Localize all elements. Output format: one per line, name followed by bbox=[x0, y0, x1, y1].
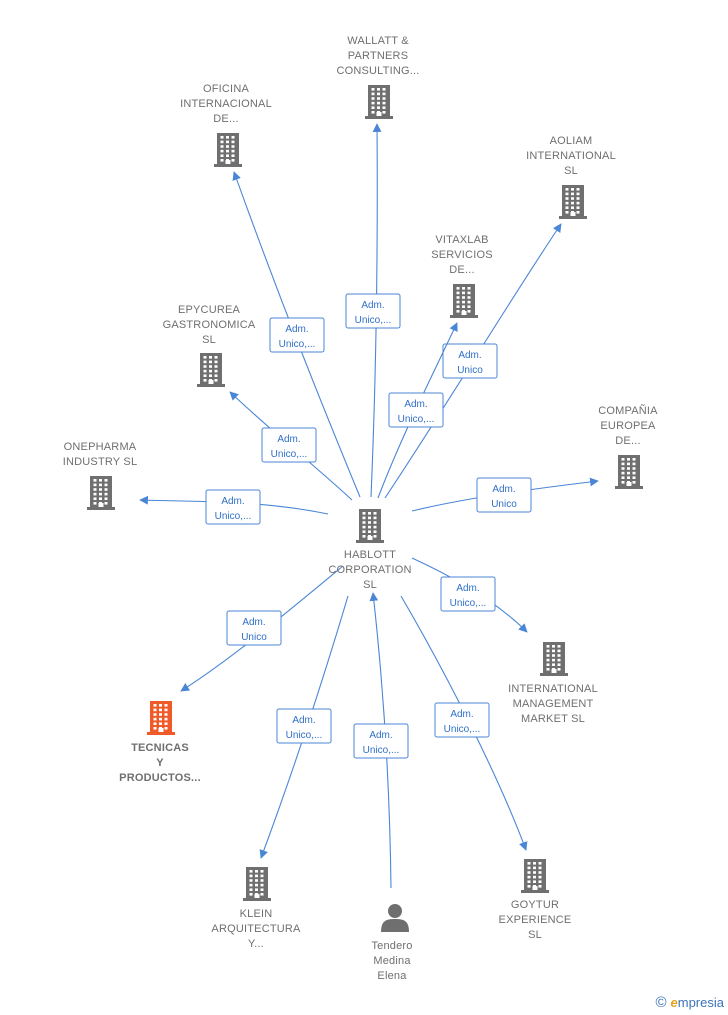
copyright-symbol: © bbox=[655, 994, 667, 1011]
edge-label-text: Adm.Unico bbox=[491, 484, 517, 510]
edge-label-box[interactable]: Adm.Unico,... bbox=[276, 708, 332, 744]
edge-label-text: Adm.Unico,... bbox=[286, 715, 323, 741]
edge-label-box[interactable]: Adm.Unico,... bbox=[345, 293, 401, 329]
edge-label-text: Adm.Unico,... bbox=[363, 730, 400, 756]
edge-label-box[interactable]: Adm.Unico,... bbox=[261, 427, 317, 463]
building-icon bbox=[365, 85, 393, 119]
person-icon bbox=[381, 904, 409, 932]
edge-tecnicas: Adm.Unico bbox=[180, 565, 344, 692]
edge-label-text: Adm.Unico,... bbox=[444, 709, 481, 735]
edge-label-box[interactable]: Adm.Unico bbox=[442, 343, 498, 379]
edge-goytur: Adm.Unico,... bbox=[400, 595, 528, 851]
building-icon bbox=[87, 476, 115, 510]
edge-label-box[interactable]: Adm.Unico,... bbox=[205, 489, 261, 525]
edge-label-box[interactable]: Adm.Unico,... bbox=[353, 723, 409, 759]
edge-label-text: Adm.Unico,... bbox=[279, 324, 316, 350]
edge-tendero: Adm.Unico,... bbox=[353, 592, 409, 889]
edge-label-box[interactable]: Adm.Unico,... bbox=[269, 317, 325, 353]
edge-compania: Adm.Unico bbox=[411, 477, 599, 513]
edge-wallatt: Adm.Unico,... bbox=[345, 123, 401, 498]
building-icon bbox=[559, 185, 587, 219]
edge-label-box[interactable]: Adm.Unico bbox=[226, 610, 282, 646]
edge-label-box[interactable]: Adm.Unico bbox=[476, 477, 532, 513]
edge-label-box[interactable]: Adm.Unico,... bbox=[388, 392, 444, 428]
edge-label-box[interactable]: Adm.Unico,... bbox=[434, 702, 490, 738]
edge-oficina: Adm.Unico,... bbox=[232, 171, 361, 498]
edge-label-text: Adm.Unico bbox=[241, 617, 267, 643]
edge-imm: Adm.Unico,... bbox=[411, 557, 528, 633]
edge-onepharma: Adm.Unico,... bbox=[139, 489, 329, 525]
footer-brand: © empresia bbox=[655, 994, 724, 1011]
edge-label-text: Adm.Unico,... bbox=[398, 399, 435, 425]
edge-label-text: Adm.Unico,... bbox=[450, 583, 487, 609]
edge-epycurea: Adm.Unico,... bbox=[229, 391, 353, 501]
building-icon bbox=[615, 455, 643, 489]
building-icon bbox=[521, 859, 549, 893]
edge-label-text: Adm.Unico,... bbox=[215, 496, 252, 522]
brand-logo[interactable]: empresia bbox=[670, 995, 724, 1010]
building-icon bbox=[243, 867, 271, 901]
building-icon bbox=[214, 133, 242, 167]
edge-label-text: Adm.Unico,... bbox=[355, 300, 392, 326]
building-icon bbox=[450, 284, 478, 318]
edge-klein: Adm.Unico,... bbox=[259, 595, 349, 859]
building-icon bbox=[540, 642, 568, 676]
edge-label-text: Adm.Unico bbox=[457, 350, 483, 376]
edge-aoliam: Adm.Unico bbox=[384, 223, 562, 499]
edges-layer: Adm.Unico,...Adm.Unico,...Adm.UnicoAdm.U… bbox=[139, 123, 599, 889]
edge-label-box[interactable]: Adm.Unico,... bbox=[440, 576, 496, 612]
building-icon bbox=[147, 701, 175, 735]
edge-label-text: Adm.Unico,... bbox=[271, 434, 308, 460]
edge-vitaxlab: Adm.Unico,... bbox=[377, 322, 458, 499]
building-icon bbox=[197, 353, 225, 387]
building-icon bbox=[356, 509, 384, 543]
